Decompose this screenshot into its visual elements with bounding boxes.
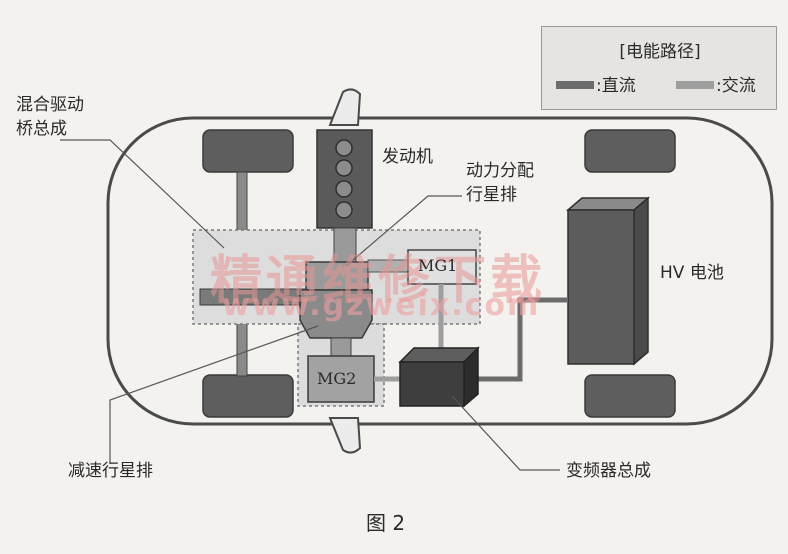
leader-power-split — [345, 195, 462, 267]
legend-title: [电能路径] — [619, 42, 701, 62]
legend-dc-label: :直流 — [596, 76, 636, 96]
label-mg2: MG2 — [317, 369, 357, 388]
engine-cylinder — [335, 159, 353, 177]
leader-inverter — [451, 395, 560, 471]
label-mg1: MG1 — [418, 256, 458, 275]
wheel-rear-right — [584, 374, 676, 418]
hv-battery-side — [633, 196, 649, 366]
label-power-split-line2: 行星排 — [466, 185, 517, 205]
engine-cylinder — [335, 201, 353, 219]
mg2-shaft — [330, 337, 352, 357]
label-hybrid-axle-line2: 桥总成 — [16, 119, 67, 139]
engine-cylinder — [335, 180, 353, 198]
power-split-planetary — [305, 261, 369, 291]
figure-caption: 图 2 — [366, 511, 406, 535]
mirror-top — [328, 88, 362, 126]
legend-swatch-ac — [676, 81, 714, 89]
label-hybrid-axle-line1: 混合驱动 — [16, 95, 84, 115]
car-body-outline — [106, 116, 774, 426]
wheel-front-right — [584, 129, 676, 173]
leader-hybrid-axle — [60, 139, 225, 249]
label-engine: 发动机 — [382, 147, 433, 167]
mg1-motor — [407, 249, 477, 285]
watermark-chinese: 精通维修下载 — [210, 251, 547, 311]
leader-reduction — [109, 325, 319, 464]
watermark-url: www.gzweix.com — [222, 288, 541, 323]
hv-battery — [567, 209, 635, 365]
inverter-unit — [399, 361, 465, 407]
mg2-motor — [307, 355, 375, 403]
legend-box: [电能路径] :直流 :交流 — [541, 26, 777, 110]
label-inverter: 变频器总成 — [566, 461, 651, 481]
label-hv-battery: HV 电池 — [660, 263, 724, 283]
wheel-rear-left — [202, 374, 294, 418]
legend-swatch-dc — [556, 81, 594, 89]
mirror-bottom — [328, 417, 362, 454]
label-power-split-line1: 动力分配 — [466, 161, 534, 181]
legend-ac-label: :交流 — [716, 76, 756, 96]
dc-line-battery — [478, 297, 568, 382]
engine-cylinder — [335, 139, 353, 157]
wheel-front-left — [202, 129, 294, 173]
label-reduction-gear: 减速行星排 — [68, 461, 153, 481]
